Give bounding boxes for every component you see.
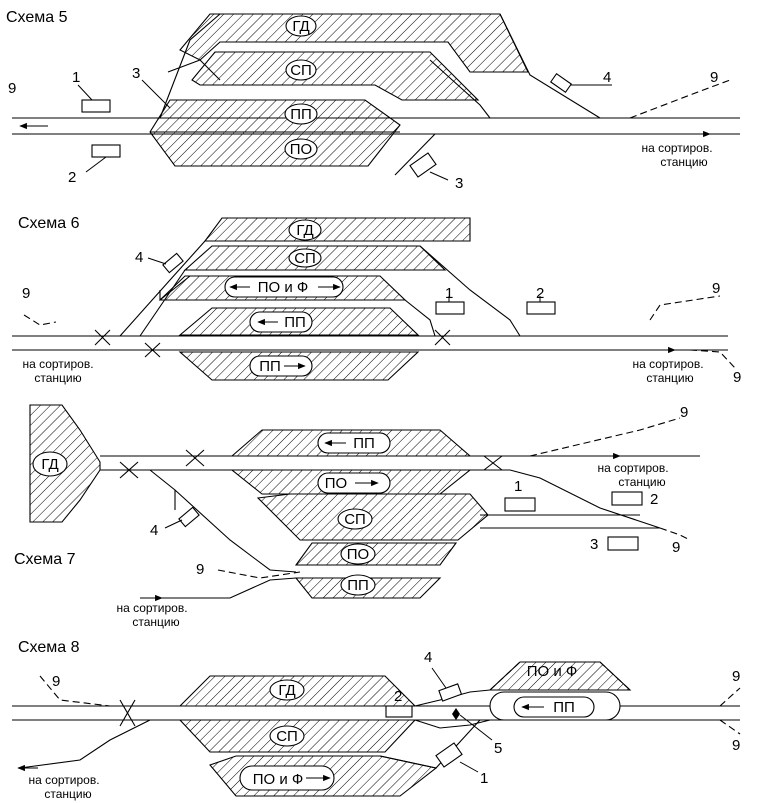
scheme-7-zone-po-top: ПО — [325, 475, 347, 492]
scheme-8-zone-po-f-bottom: ПО и Ф — [253, 771, 304, 788]
scheme-7-num-2: 2 — [650, 491, 658, 508]
scheme-7-box-3 — [607, 536, 639, 551]
scheme-8-zone-po-f-top: ПО и Ф — [527, 663, 578, 680]
scheme-8-note-2: станцию — [44, 787, 91, 801]
scheme-7-note-right-2: станцию — [618, 475, 665, 489]
scheme-5-box-2 — [91, 144, 121, 158]
scheme-6-num-4: 4 — [135, 249, 143, 266]
zone-pp-po-area — [149, 99, 401, 167]
scheme-8-box-2 — [385, 705, 413, 718]
scheme-6-num-2: 2 — [536, 285, 544, 302]
scheme-6-box-2 — [526, 301, 556, 315]
scheme-5-num-9-right: 9 — [710, 69, 718, 86]
scheme-5-zone-po: ПО — [290, 141, 312, 158]
scheme-7-num-9-right: 9 — [672, 539, 680, 556]
scheme-8-num-9-right-top: 9 — [732, 668, 740, 685]
scheme-6-zone-pp-b: ПП — [259, 358, 281, 375]
zone-gd-area — [179, 13, 529, 73]
scheme-5-box-4 — [549, 72, 573, 94]
scheme-8-num-4: 4 — [424, 649, 432, 666]
scheme-5-num-4: 4 — [603, 69, 611, 86]
scheme-5-zone-pp: ПП — [290, 106, 312, 123]
scheme-6-zone-pp-a: ПП — [284, 314, 306, 331]
scheme-7-num-4: 4 — [150, 522, 158, 539]
scheme-8-title: Схема 8 — [18, 639, 80, 656]
scheme-7-num-9-top: 9 — [680, 404, 688, 421]
scheme-6-note-left-2: станцию — [34, 371, 81, 385]
scheme-7-note-bottom-1: на сортиров. — [116, 601, 187, 615]
scheme-7-num-3: 3 — [590, 536, 598, 553]
scheme-6-zone-sp: СП — [294, 250, 316, 267]
scheme-5-note-line2: станцию — [660, 155, 707, 169]
zone-sp-area — [191, 51, 480, 101]
scheme-6-num-9-left: 9 — [22, 285, 30, 302]
scheme-5-zone-sp: СП — [290, 62, 312, 79]
scheme-5-num-3b: 3 — [455, 175, 463, 192]
scheme-7-zone-gd: ГД — [41, 456, 58, 473]
zone-gd-area-6 — [203, 217, 471, 242]
scheme-6-note-left-1: на сортиров. — [22, 357, 93, 371]
scheme-5-num-3a: 3 — [132, 65, 140, 82]
scheme-5-zone-gd: ГД — [292, 18, 309, 35]
scheme-5: Схема 5 ГД СП ПП ПО — [6, 9, 740, 192]
scheme-8: Схема 8 ПП ГД СП ПО и Ф — [12, 639, 741, 801]
scheme-7-num-1: 1 — [514, 478, 522, 495]
scheme-5-box-3 — [409, 152, 437, 178]
scheme-8-num-2: 2 — [394, 688, 402, 705]
scheme-6-note-right-1: на сортиров. — [632, 357, 703, 371]
scheme-5-num-2: 2 — [68, 169, 76, 186]
scheme-8-num-9-left: 9 — [52, 673, 60, 690]
scheme-5-num-1: 1 — [72, 69, 80, 86]
scheme-8-box-1 — [435, 742, 463, 768]
scheme-7-num-9-bottom: 9 — [196, 561, 204, 578]
scheme-7-zone-po-bottom: ПО — [347, 546, 369, 563]
scheme-5-num-9-left: 9 — [8, 80, 16, 97]
scheme-8-num-1: 1 — [480, 770, 488, 787]
scheme-8-zone-sp: СП — [276, 728, 298, 745]
scheme-6-box-4 — [162, 252, 184, 274]
scheme-6-note-right-2: станцию — [646, 371, 693, 385]
scheme-5-title: Схема 5 — [6, 9, 68, 26]
scheme-6-title: Схема 6 — [18, 215, 80, 232]
scheme-5-box-1 — [81, 99, 111, 113]
scheme-8-zone-pp: ПП — [553, 699, 575, 716]
scheme-8-box-4 — [438, 683, 463, 702]
scheme-7-title: Схема 7 — [14, 551, 76, 568]
scheme-6: Схема 6 ГД СП — [12, 215, 741, 386]
scheme-6-num-9-bottom: 9 — [733, 369, 741, 386]
scheme-7: Схема 7 ГД ПП — [14, 404, 700, 629]
scheme-6-zone-po-f: ПО и Ф — [258, 279, 309, 296]
scheme-6-num-9-right: 9 — [712, 280, 720, 297]
scheme-5-note-line1: на сортиров. — [641, 141, 712, 155]
scheme-7-note-bottom-2: станцию — [132, 615, 179, 629]
scheme-7-box-4 — [178, 506, 200, 528]
scheme-7-note-right-1: на сортиров. — [597, 461, 668, 475]
scheme-7-box-1 — [504, 497, 536, 512]
scheme-6-zone-gd: ГД — [296, 222, 313, 239]
scheme-8-num-9-right-bottom: 9 — [732, 737, 740, 754]
scheme-6-num-1: 1 — [445, 285, 453, 302]
scheme-7-zone-pp-bottom: ПП — [347, 577, 369, 594]
scheme-8-zone-gd: ГД — [278, 682, 295, 699]
scheme-7-box-2 — [611, 491, 643, 506]
scheme-7-zone-pp-top: ПП — [353, 435, 375, 452]
scheme-6-box-1 — [435, 301, 465, 315]
scheme-7-zone-sp: СП — [344, 511, 366, 528]
scheme-8-num-5: 5 — [494, 740, 502, 757]
scheme-8-note-1: на сортиров. — [28, 773, 99, 787]
